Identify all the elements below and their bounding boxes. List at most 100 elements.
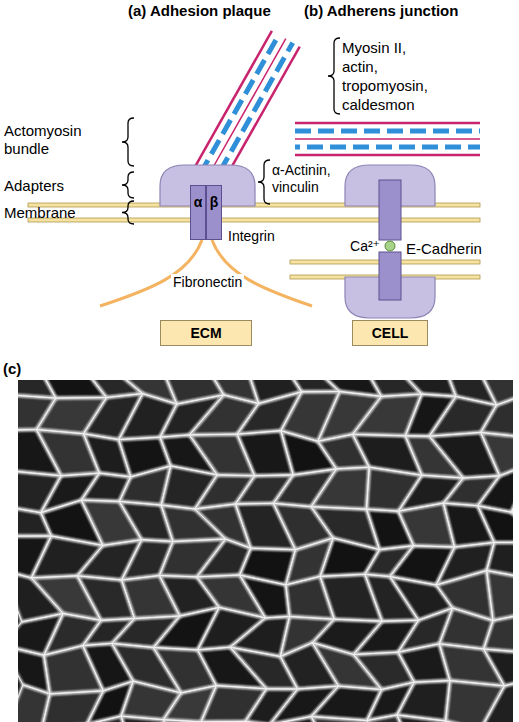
cell-outline (235, 503, 295, 549)
cell-outline (202, 380, 258, 404)
brace (122, 201, 134, 224)
panel-title: (c) (3, 360, 21, 378)
node-text: ECM (190, 325, 221, 341)
cell-outline (312, 619, 382, 654)
cell-outline (281, 392, 340, 442)
cell-body (446, 721, 502, 722)
cell-outline (436, 571, 493, 621)
cell-outline (273, 469, 336, 507)
cell-outline (429, 396, 496, 436)
cell-outline (397, 715, 450, 722)
cell-outline (354, 620, 419, 654)
cell-outline (439, 608, 493, 649)
cell-outline (405, 394, 456, 436)
ion-label: Ca²⁺ (340, 238, 380, 255)
cell-outline (443, 476, 499, 506)
cell-outline (18, 471, 61, 513)
brace (122, 172, 134, 198)
cell-body (484, 610, 513, 652)
layer-label: Adapters (4, 177, 64, 195)
cell-outline (162, 380, 224, 404)
part-label: Integrin (228, 228, 275, 245)
cell-outline (487, 571, 513, 621)
cell-outline (442, 380, 496, 405)
cell-outline (312, 619, 382, 654)
cell-outline (41, 473, 100, 513)
cell-outline (311, 686, 381, 720)
ecm-box: ECM (160, 320, 252, 346)
cell-outline (18, 395, 56, 430)
cell-outline (478, 462, 513, 512)
cell-outline (121, 681, 181, 720)
cell-outline (313, 380, 382, 396)
cell-outline (112, 380, 177, 404)
cell-outline (40, 380, 106, 398)
cell-outline (484, 649, 513, 686)
cell-outline (41, 473, 100, 513)
cell-outline (481, 390, 513, 437)
cell-outline (112, 616, 180, 648)
integrin-subunit: α (190, 185, 206, 240)
cell-outline (197, 575, 266, 618)
cell-outline (429, 396, 496, 436)
cell-outline (83, 619, 135, 646)
cell-outline (189, 395, 258, 435)
cell-outline (189, 434, 254, 476)
cell-outline (240, 575, 290, 618)
actomyosin-bundle (295, 122, 480, 156)
panel-title: (a) Adhesion plaque (128, 2, 271, 20)
cell-outline (480, 678, 513, 722)
cell-outline (318, 392, 382, 442)
cell-outline (37, 430, 100, 476)
cell-outline (44, 646, 103, 694)
cell-outline (18, 471, 61, 513)
cell-outline (484, 610, 513, 652)
cell-body (397, 715, 450, 722)
fibronectin-strand (100, 240, 202, 306)
cell-outline (281, 431, 337, 475)
cell-outline (163, 720, 221, 722)
cell-outline (240, 575, 290, 618)
cadherin (379, 180, 401, 240)
cell-outline (112, 643, 181, 693)
cell-outline (235, 475, 293, 504)
brace-group (122, 38, 340, 224)
cell-outline (365, 546, 414, 577)
cell-outline (81, 473, 130, 501)
cell-outline (367, 715, 418, 722)
layer-label: Membrane (4, 204, 76, 222)
integrin-subunit: β (206, 185, 222, 240)
micrograph (18, 380, 513, 722)
layer-label: Actomyosin bundle (4, 122, 116, 158)
cell-outline (436, 542, 494, 585)
cell-outline (189, 395, 258, 435)
cell-outline (367, 467, 422, 511)
brace (258, 160, 270, 204)
cell-body (484, 649, 513, 686)
cell-outline (367, 682, 414, 720)
cell-body (240, 575, 290, 618)
cell-outline (121, 681, 181, 720)
cell-outline (153, 607, 219, 650)
cell-outline (273, 503, 333, 549)
cell-outline (270, 686, 339, 722)
cell-outline (446, 721, 502, 722)
part-label: E-Cadherin (406, 240, 482, 258)
cell-outline (481, 432, 513, 475)
panel-title: (b) Adherens junction (304, 2, 458, 20)
cell-outline (18, 614, 63, 656)
cell-outline (119, 394, 177, 440)
node-text: CELL (372, 325, 409, 341)
cell-outline (119, 501, 173, 541)
cell-outline (280, 617, 334, 657)
cell-outline (237, 431, 293, 476)
cell-outline (161, 505, 225, 541)
cell-outline (81, 500, 141, 545)
cell-outline (87, 716, 132, 722)
cell-outline (18, 506, 51, 536)
cell-outline (198, 647, 267, 689)
cell-outline (320, 538, 379, 576)
cell-outline (237, 431, 293, 476)
cell-outline (311, 467, 369, 509)
